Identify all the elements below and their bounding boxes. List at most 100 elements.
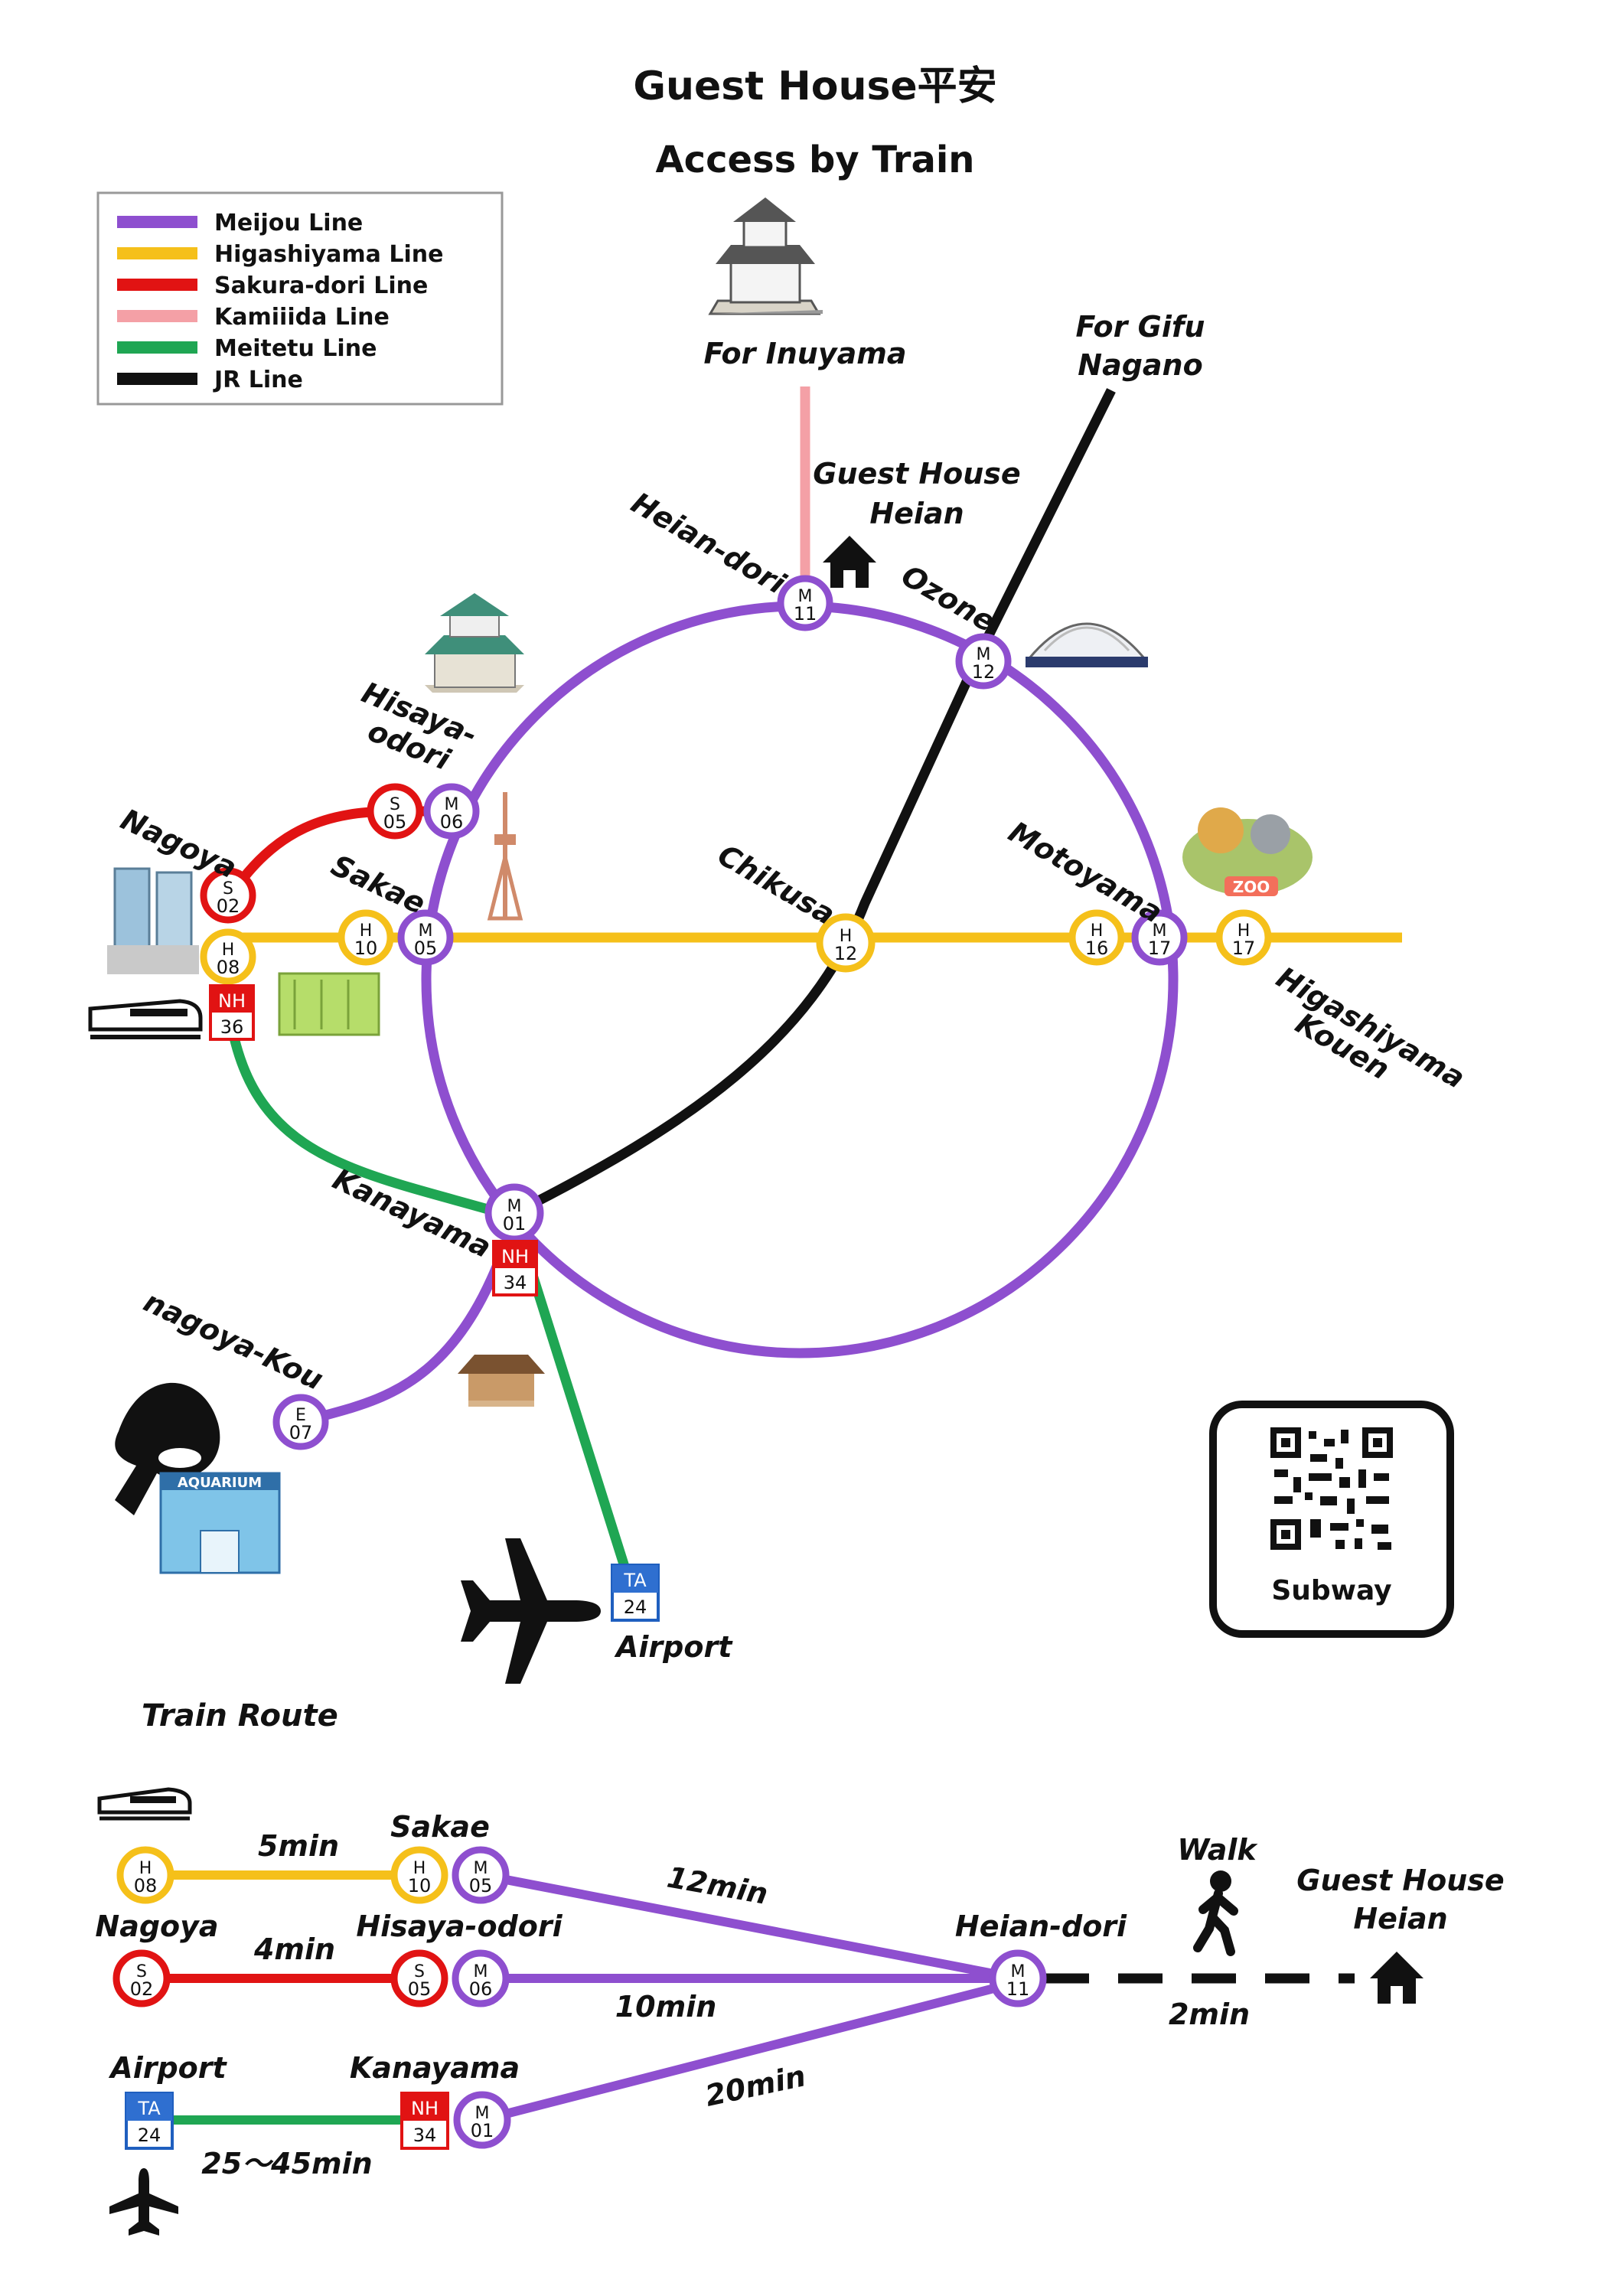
station-code: H xyxy=(413,1859,426,1878)
station-number: 10 xyxy=(408,1875,432,1896)
station-number: 34 xyxy=(504,1272,527,1293)
shinkansen-icon xyxy=(88,999,203,1039)
walking-person-icon xyxy=(1193,1870,1238,1956)
route-station-ta24[interactable]: TA 24 xyxy=(125,2092,174,2150)
route-station-nh34[interactable]: NH 34 xyxy=(400,2092,449,2150)
route-station-h10[interactable]: H 10 xyxy=(390,1846,448,1904)
route-time-2min: 2min xyxy=(1169,1998,1250,2031)
subway-qr-card[interactable]: Subway xyxy=(1209,1401,1454,1638)
station-code: H xyxy=(1238,921,1251,941)
legend-label-meijou: Meijou Line xyxy=(214,210,363,236)
route-station-s05[interactable]: S 05 xyxy=(390,1949,448,2007)
station-number: 12 xyxy=(972,661,996,683)
station-code: M xyxy=(475,2104,490,2123)
station-h10[interactable]: H 10 xyxy=(338,909,394,966)
meitetu-line xyxy=(224,1013,639,1597)
route-airplane-icon xyxy=(109,2168,178,2236)
legend-swatch-meitetu xyxy=(117,341,197,354)
label-chikusa: Chikusa xyxy=(713,838,841,931)
oasis21-icon xyxy=(278,972,380,1036)
route-station-m01[interactable]: M 01 xyxy=(453,2091,511,2149)
zoo-label: ZOO xyxy=(1233,878,1270,896)
station-number: 05 xyxy=(383,811,407,833)
house-icon xyxy=(823,536,876,588)
station-code: M xyxy=(419,921,433,941)
station-code: NH xyxy=(411,2098,439,2119)
station-number: 05 xyxy=(414,938,438,959)
legend-label-higashiyama: Higashiyama Line xyxy=(214,241,443,268)
route-label-kanayama: Kanayama xyxy=(350,2051,520,2085)
station-code: M xyxy=(1011,1962,1026,1981)
station-s02[interactable]: S 02 xyxy=(200,867,256,924)
station-h17[interactable]: H 17 xyxy=(1215,909,1272,966)
jr-line xyxy=(512,388,1116,1218)
station-code: H xyxy=(840,927,853,946)
route-time-25-45min: 25～45min xyxy=(201,2147,372,2180)
station-h12[interactable]: H 12 xyxy=(816,913,876,973)
station-code: H xyxy=(1091,921,1104,941)
station-number: 05 xyxy=(469,1875,493,1896)
route-station-m06[interactable]: M 06 xyxy=(452,1949,510,2007)
station-e07[interactable]: E 07 xyxy=(272,1394,329,1450)
station-code: NH xyxy=(501,1246,529,1267)
route-time-20min: 20min xyxy=(703,2059,809,2113)
nagoya-dome-icon xyxy=(1026,622,1148,667)
route-house-icon xyxy=(1370,1952,1423,2004)
station-m17[interactable]: M 17 xyxy=(1131,909,1188,966)
station-number: 24 xyxy=(138,2125,161,2146)
station-code: NH xyxy=(218,990,246,1012)
station-number: 16 xyxy=(1085,938,1109,959)
station-m12[interactable]: M 12 xyxy=(955,633,1012,690)
station-code: S xyxy=(136,1962,147,1981)
station-number: 08 xyxy=(217,957,240,978)
station-number: 01 xyxy=(471,2120,494,2141)
route-label-nagoya: Nagoya xyxy=(95,1910,218,1943)
aquarium-icon: AQUARIUM xyxy=(115,1382,281,1574)
station-ta24[interactable]: TA 24 xyxy=(611,1564,660,1622)
route-purple-line-3 xyxy=(481,1978,1019,2125)
route-station-m11[interactable]: M 11 xyxy=(989,1949,1047,2007)
station-h08[interactable]: H 08 xyxy=(200,928,256,985)
legend-label-sakura: Sakura-dori Line xyxy=(214,272,428,299)
station-m06[interactable]: M 06 xyxy=(423,783,480,840)
label-guest-house-2: Heian xyxy=(869,497,964,530)
legend-swatch-jr xyxy=(117,373,197,385)
station-code: M xyxy=(1153,921,1167,941)
station-m05[interactable]: M 05 xyxy=(397,909,454,966)
nagoya-station-towers-icon xyxy=(107,867,199,974)
zoo-icon: ZOO xyxy=(1182,807,1313,896)
route-time-12min: 12min xyxy=(664,1861,770,1911)
station-number: 17 xyxy=(1232,938,1256,959)
atsuta-shrine-icon xyxy=(458,1355,545,1407)
station-code: M xyxy=(474,1962,488,1981)
legend-label-jr: JR Line xyxy=(213,367,303,393)
station-number: 07 xyxy=(289,1422,313,1443)
station-number: 12 xyxy=(834,943,858,964)
station-m01[interactable]: M 01 xyxy=(484,1183,544,1243)
route-label-sakae: Sakae xyxy=(390,1810,490,1844)
station-code: S xyxy=(414,1962,425,1981)
meijou-line-loop xyxy=(421,601,1179,1358)
station-number: 01 xyxy=(503,1213,527,1234)
route-station-h08[interactable]: H 08 xyxy=(116,1846,174,1904)
station-code: S xyxy=(390,795,400,814)
station-s05[interactable]: S 05 xyxy=(367,783,423,840)
qr-code-icon xyxy=(1267,1424,1397,1554)
station-code: M xyxy=(445,795,459,814)
route-label-airport: Airport xyxy=(108,2051,227,2085)
route-station-m05[interactable]: M 05 xyxy=(452,1846,510,1904)
station-m11[interactable]: M 11 xyxy=(777,575,833,631)
route-station-s02[interactable]: S 02 xyxy=(113,1949,171,2007)
route-time-5min: 5min xyxy=(258,1829,339,1863)
station-code: TA xyxy=(623,1570,647,1591)
station-nh36[interactable]: NH 36 xyxy=(209,984,255,1041)
legend-label-meitetu: Meitetu Line xyxy=(214,335,377,362)
station-nh34[interactable]: NH 34 xyxy=(492,1240,538,1296)
station-number: 36 xyxy=(220,1016,244,1038)
label-nagano: Nagano xyxy=(1078,348,1202,382)
station-number: 05 xyxy=(408,1978,432,2000)
station-h16[interactable]: H 16 xyxy=(1068,909,1125,966)
station-code: M xyxy=(474,1859,488,1878)
page-title: Guest House平安 xyxy=(633,64,996,109)
